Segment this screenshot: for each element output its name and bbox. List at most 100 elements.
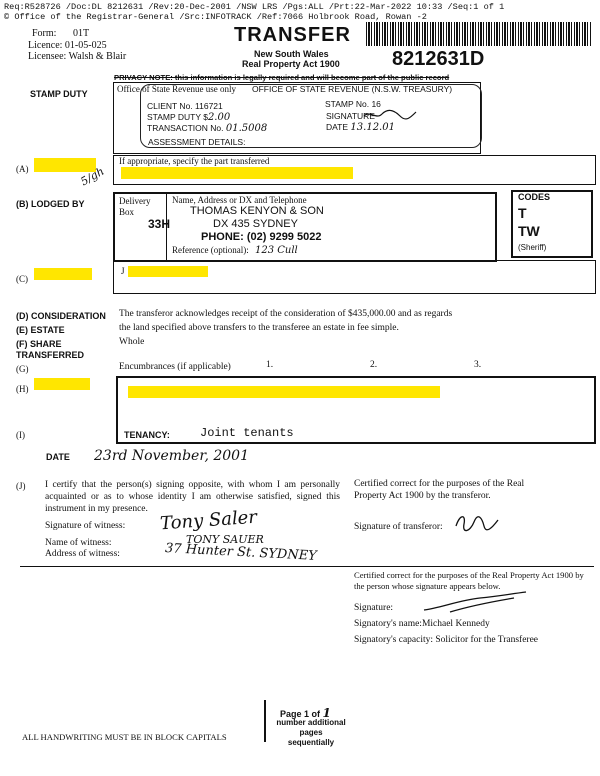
code-t: T bbox=[518, 205, 527, 221]
tenancy-value: Joint tenants bbox=[200, 426, 294, 440]
stamp-panel bbox=[113, 82, 481, 154]
reference-value: 123 Cull bbox=[254, 245, 298, 256]
barcode bbox=[366, 22, 592, 46]
redaction-a-right bbox=[121, 167, 353, 179]
form-title: TRANSFER bbox=[234, 24, 351, 46]
date-field: DATE 13.12.01 bbox=[326, 122, 395, 133]
encumbrance-2: 2. bbox=[370, 360, 378, 370]
form-value: 01T bbox=[72, 28, 90, 39]
delivery-box-number: 33H bbox=[148, 217, 171, 231]
footer-divider bbox=[264, 700, 266, 742]
delivery-box-label: Delivery Box bbox=[119, 196, 151, 217]
lodged-by-box bbox=[113, 192, 497, 262]
page-label: Page 1 of bbox=[280, 709, 321, 719]
lodged-by-heading: Name, Address or DX and Telephone bbox=[172, 195, 307, 205]
redaction-c-right bbox=[128, 266, 208, 277]
lodger-dx: DX 435 SYDNEY bbox=[213, 218, 298, 230]
encumbrances-text: Encumbrances (if applicable) bbox=[119, 362, 231, 372]
transferee-cert-divider bbox=[350, 566, 594, 567]
section-a-label: (A) bbox=[16, 164, 29, 174]
header-line-2: © Office of the Registrar-General /Src:I… bbox=[4, 12, 427, 22]
section-j-label: (J) bbox=[16, 481, 26, 491]
lodger-name: THOMAS KENYON & SON bbox=[190, 205, 324, 217]
page-divider bbox=[20, 566, 350, 567]
document-number: 8212631D bbox=[392, 48, 485, 70]
licence: Licence: 01-05-025 bbox=[28, 40, 107, 51]
revenue-signature-scribble bbox=[363, 109, 417, 120]
redaction-a-left bbox=[34, 158, 96, 172]
tenancy-label: TENANCY: bbox=[124, 430, 170, 440]
signatory-name: Signatory's name:Michael Kennedy bbox=[354, 619, 490, 629]
witness-name: TONY SAUER bbox=[186, 533, 264, 546]
reference-label: Reference (optional): 123 Cull bbox=[172, 245, 298, 256]
form-label: Form: bbox=[32, 28, 57, 39]
consideration-text-1: The transferor acknowledges receipt of t… bbox=[119, 309, 453, 319]
section-a-box bbox=[113, 155, 596, 185]
stamp-duty-label: STAMP DUTY bbox=[30, 89, 88, 99]
section-c-label: (C) bbox=[16, 274, 28, 284]
consideration-text-2: the land specified above transfers to th… bbox=[119, 323, 399, 333]
office-use-label: Office of State Revenue use only bbox=[117, 84, 237, 94]
section-i-label: (I) bbox=[16, 430, 25, 440]
signature-field: SIGNATURE bbox=[326, 111, 375, 121]
redaction-h-left bbox=[34, 378, 90, 390]
share-value: Whole bbox=[119, 337, 145, 347]
page-value: 1 bbox=[322, 706, 331, 720]
section-a-hint: If appropriate, specify the part transfe… bbox=[119, 156, 270, 166]
section-b-label: (B) LODGED BY bbox=[16, 199, 85, 209]
witness-certification: I certify that the person(s) signing opp… bbox=[45, 480, 340, 514]
lodger-phone: PHONE: (02) 9299 5022 bbox=[201, 231, 322, 243]
privacy-note: PRIVACY NOTE: this information is legall… bbox=[114, 73, 450, 82]
stamp-number: STAMP No. 16 bbox=[325, 99, 381, 109]
codes-title: CODES bbox=[518, 192, 551, 202]
date-value-main: 23rd November, 2001 bbox=[94, 448, 249, 464]
signatory-capacity: Signatory's capacity: Solicitor for the … bbox=[354, 635, 539, 645]
revenue-stamp bbox=[140, 84, 482, 148]
transferee-signature bbox=[423, 591, 527, 613]
witness-name-label: Name of witness: bbox=[45, 538, 112, 548]
handwriting-notice: ALL HANDWRITING MUST BE IN BLOCK CAPITAL… bbox=[22, 732, 227, 742]
transferor-signature-label: Signature of transferor: bbox=[354, 522, 443, 532]
date-label-main: DATE bbox=[46, 452, 70, 462]
redaction-c-left bbox=[34, 268, 92, 280]
form-number: Form: 01T bbox=[32, 28, 89, 39]
form-act: Real Property Act 1900 bbox=[242, 59, 340, 69]
form-state: New South Wales bbox=[254, 49, 329, 59]
transferor-certification: Certified correct for the purposes of th… bbox=[354, 479, 525, 501]
section-h-label: (H) bbox=[16, 384, 29, 394]
header-line-1: Req:R528726 /Doc:DL 8212631 /Rev:20-Dec-… bbox=[4, 2, 505, 12]
signature-label: Signature: bbox=[354, 603, 394, 613]
transaction-label: TRANSACTION No. bbox=[147, 123, 224, 133]
transaction-field: TRANSACTION No. 01.5008 bbox=[147, 123, 267, 134]
transferor-signature bbox=[455, 516, 499, 532]
client-number: CLIENT No. 116721 bbox=[147, 101, 223, 111]
redaction-h-right bbox=[128, 386, 440, 398]
code-tw: TW bbox=[518, 223, 540, 239]
page-count: Page 1 of 1 bbox=[280, 706, 331, 720]
section-c-box bbox=[113, 260, 596, 294]
section-d-label: (D) CONSIDERATION bbox=[16, 311, 106, 321]
section-e-label: (E) ESTATE bbox=[16, 325, 65, 335]
code-sheriff: (Sheriff) bbox=[518, 243, 547, 252]
section-f-label: (F) SHARE TRANSFERRED bbox=[16, 339, 85, 360]
date-label: DATE bbox=[326, 122, 349, 132]
date-value: 13.12.01 bbox=[350, 122, 395, 133]
stamp-duty-value: 2.00 bbox=[207, 112, 231, 123]
additional-pages-note: number additional pages sequentially bbox=[276, 718, 346, 747]
stamp-duty-field: STAMP DUTY $2.00 bbox=[147, 112, 230, 123]
stamp-duty-label-text: STAMP DUTY $ bbox=[147, 112, 208, 122]
section-c-prefix: J bbox=[121, 266, 125, 276]
section-g-label: (G) bbox=[16, 364, 29, 374]
codes-box bbox=[511, 190, 593, 258]
revenue-stamp-title: OFFICE OF STATE REVENUE (N.S.W. TREASURY… bbox=[252, 84, 453, 94]
assessment-details: ASSESSMENT DETAILS: bbox=[148, 137, 246, 147]
witness-signature-label: Signature of witness: bbox=[45, 521, 126, 531]
reference-text: Reference (optional): bbox=[172, 245, 249, 255]
transaction-value: 01.5008 bbox=[225, 123, 268, 134]
witness-address-label: Address of witness: bbox=[45, 549, 120, 559]
licensee: Licensee: Walsh & Blair bbox=[28, 51, 127, 62]
transferee-certification: Certified correct for the purposes of th… bbox=[354, 570, 584, 591]
encumbrance-1: 1. bbox=[266, 360, 274, 370]
lodged-by-divider bbox=[166, 194, 167, 260]
transferee-box bbox=[116, 376, 596, 444]
